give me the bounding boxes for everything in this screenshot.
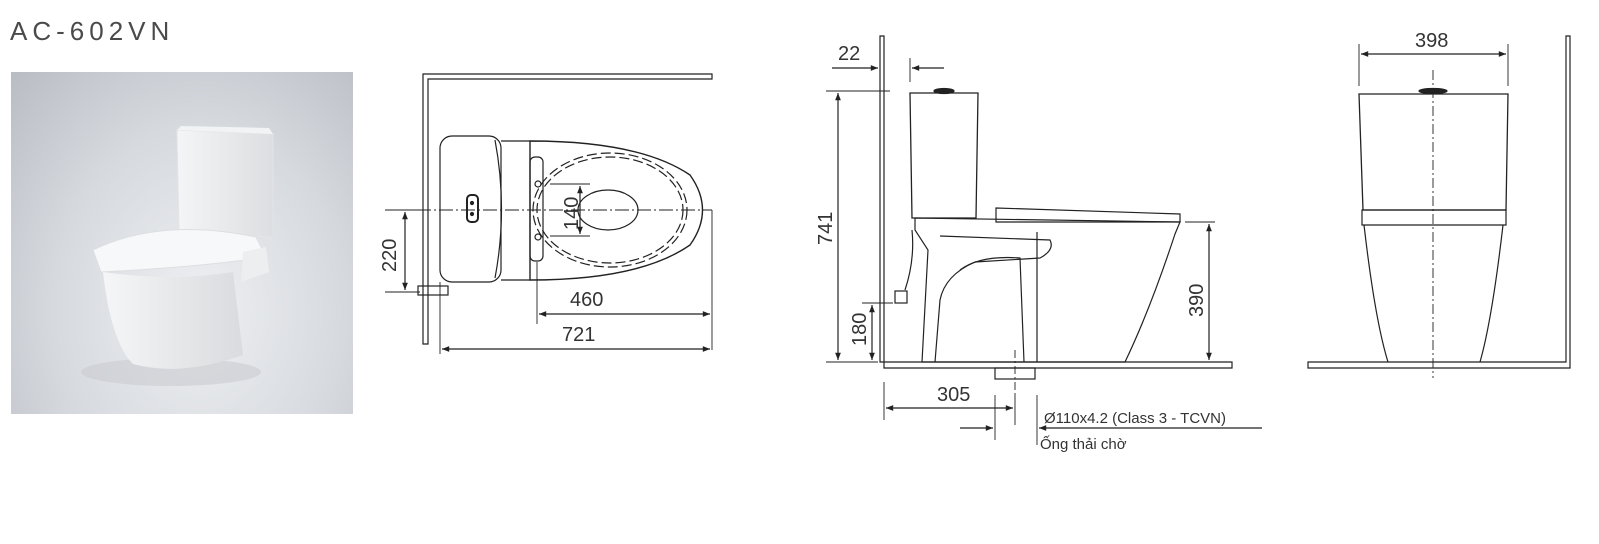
top-view: [385, 73, 713, 354]
model-title: AC-602VN: [10, 16, 175, 46]
product-photo: [11, 72, 353, 414]
dim-741: 741: [815, 212, 837, 245]
dim-721: 721: [562, 324, 595, 346]
dim-220: 220: [379, 239, 401, 272]
dim-390: 390: [1186, 284, 1208, 317]
dim-460: 460: [570, 289, 603, 311]
dim-22: 22: [838, 43, 860, 65]
dim-140: 140: [561, 197, 583, 230]
dim-305: 305: [937, 384, 970, 406]
side-view: [826, 35, 1262, 445]
pipe-label-note: Ống thải chờ: [1040, 435, 1127, 453]
pipe-spec-note: Ø110x4.2 (Class 3 - TCVN): [1044, 410, 1226, 427]
toilet-render-icon: [81, 126, 274, 386]
dim-180: 180: [849, 313, 871, 346]
dim-398: 398: [1415, 30, 1448, 52]
front-view: [1307, 35, 1571, 378]
